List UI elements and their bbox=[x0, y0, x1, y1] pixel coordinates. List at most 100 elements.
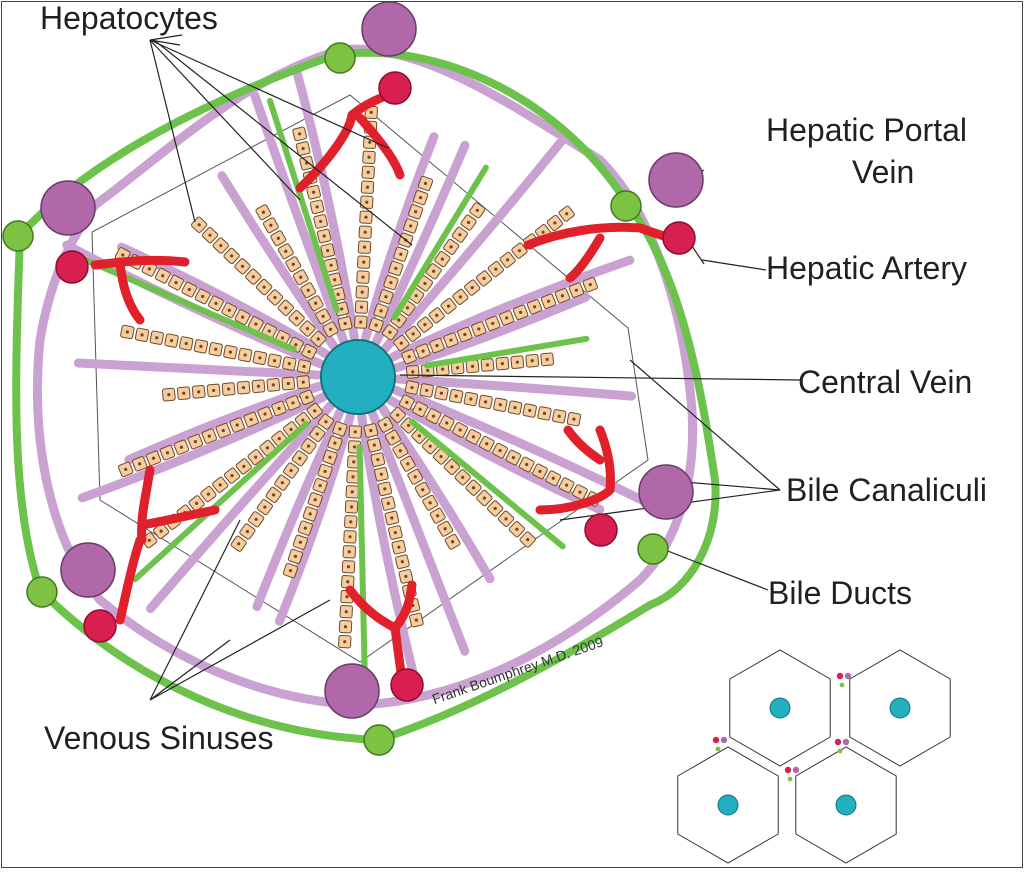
hepatocyte-nucleus bbox=[219, 243, 223, 248]
hepatocyte-nucleus bbox=[572, 417, 576, 421]
leader-line bbox=[149, 519, 241, 701]
hepatocyte-nucleus bbox=[431, 414, 436, 418]
hepatocyte-nucleus bbox=[428, 444, 432, 448]
central-vein-group bbox=[320, 339, 396, 415]
hepatocyte-nucleus bbox=[449, 245, 453, 249]
label-hepatocytes: Hepatocytes bbox=[40, 0, 218, 36]
hepatocyte-nucleus bbox=[565, 483, 569, 487]
venous-sinus bbox=[146, 401, 335, 614]
hepatocyte-nucleus bbox=[298, 456, 302, 460]
hepatocyte-nucleus bbox=[397, 545, 401, 549]
hepatocyte-nucleus bbox=[418, 195, 423, 200]
hepatocyte-nucleus bbox=[262, 285, 266, 289]
hepatocyte-nucleus bbox=[346, 565, 351, 569]
bile-duct bbox=[26, 576, 58, 608]
hepatocyte-nucleus bbox=[491, 321, 495, 326]
hepatocyte-nucleus bbox=[588, 283, 592, 287]
hepatocyte-nucleus bbox=[413, 475, 417, 479]
hepatocyte-nucleus bbox=[406, 423, 411, 428]
hepatocyte-nucleus bbox=[227, 308, 231, 312]
hepatic-artery bbox=[83, 609, 117, 643]
hepatocyte-nucleus bbox=[258, 356, 262, 360]
hepatocyte-nucleus bbox=[287, 361, 291, 366]
mini-portal-vein bbox=[842, 738, 850, 746]
hepatocyte-nucleus bbox=[193, 440, 197, 444]
hepatocyte-nucleus bbox=[344, 610, 348, 614]
hepatocyte-nucleus bbox=[289, 427, 293, 431]
hepatocyte-nucleus bbox=[237, 542, 241, 546]
hepatic-portal-vein bbox=[361, 1, 417, 57]
venous-sinus bbox=[386, 395, 605, 514]
hepatocyte-nucleus bbox=[298, 540, 302, 544]
hepatocyte-nucleus bbox=[470, 286, 474, 290]
hepatocyte-nucleus bbox=[498, 449, 502, 453]
hepatocyte-nucleus bbox=[404, 574, 408, 578]
hepatocyte-nucleus bbox=[365, 200, 369, 204]
hepatocyte-nucleus bbox=[301, 380, 305, 384]
hepatocyte-nucleus bbox=[291, 401, 295, 405]
hepatocyte-nucleus bbox=[397, 318, 401, 322]
hepatocyte-nucleus bbox=[384, 295, 388, 299]
hepatocyte-nucleus bbox=[324, 420, 328, 424]
hepatocyte-nucleus bbox=[302, 364, 306, 369]
hepatocyte-nucleus bbox=[500, 361, 504, 366]
label-venous-sinuses: Venous Sinuses bbox=[44, 720, 274, 756]
hepatocyte-nucleus bbox=[301, 418, 305, 422]
hepatocyte-nucleus bbox=[251, 275, 255, 279]
hepatocyte-nucleus bbox=[417, 434, 421, 438]
hepatocyte-nucleus bbox=[240, 264, 245, 268]
bile-canaliculus bbox=[408, 418, 566, 550]
bile-canaliculus bbox=[424, 335, 590, 369]
hepatocyte-nucleus bbox=[349, 520, 353, 524]
hepatocyte-nucleus bbox=[263, 505, 267, 509]
hepatocyte-nucleus bbox=[254, 455, 258, 459]
venous-sinus bbox=[371, 140, 470, 346]
hepatocyte-nucleus bbox=[414, 294, 418, 298]
hepatocyte-nucleus bbox=[441, 367, 445, 371]
hepatocyte-nucleus bbox=[303, 526, 307, 530]
hepatocyte-nucleus bbox=[360, 290, 364, 294]
leader-line bbox=[399, 374, 801, 381]
hepatocyte-nucleus bbox=[394, 266, 398, 271]
hepatocyte-nucleus bbox=[329, 327, 333, 331]
hepatocyte-nucleus bbox=[241, 386, 246, 390]
hepatocyte-nucleus bbox=[214, 301, 218, 305]
hepatocyte-nucleus bbox=[414, 618, 418, 622]
hepatocyte-nucleus bbox=[125, 330, 129, 334]
leader-line bbox=[659, 547, 769, 591]
hepatocyte-nucleus bbox=[249, 417, 253, 422]
hepatocyte-nucleus bbox=[458, 428, 462, 432]
hepatocyte-nucleus bbox=[386, 501, 390, 506]
hepatocyte-nucleus bbox=[435, 313, 439, 317]
hepatocyte-nucleus bbox=[208, 233, 212, 237]
hepatocyte-nucleus bbox=[506, 258, 510, 262]
hepatocyte-nucleus bbox=[240, 315, 245, 319]
hepatocyte-nucleus bbox=[165, 451, 170, 455]
mini-bile-duct bbox=[837, 748, 843, 754]
label-central-vein: Central Vein bbox=[798, 364, 973, 400]
venous-sinus bbox=[361, 132, 439, 343]
hepatocyte-nucleus bbox=[340, 307, 344, 311]
hepatocyte-nucleus bbox=[445, 421, 449, 425]
hepatocyte-nucleus bbox=[151, 456, 156, 460]
hepatocyte-nucleus bbox=[187, 287, 191, 292]
hepatocyte-nucleus bbox=[519, 310, 523, 314]
hepatocyte-nucleus bbox=[359, 320, 363, 324]
hepatocyte-nucleus bbox=[541, 230, 545, 234]
bile-canaliculus bbox=[132, 421, 310, 583]
hepatocyte-nucleus bbox=[277, 437, 281, 441]
hepatocyte-nucleus bbox=[305, 326, 310, 331]
hepatocyte-nucleus bbox=[407, 355, 411, 359]
hepatocyte-cords bbox=[114, 105, 602, 649]
hepatocyte-nucleus bbox=[560, 294, 565, 298]
hepatocyte-nucleus bbox=[218, 483, 222, 487]
hepatocyte-nucleus bbox=[138, 462, 142, 466]
mini-central-vein bbox=[889, 697, 911, 719]
hepatocyte-nucleus bbox=[276, 236, 280, 240]
hepatocyte-nucleus bbox=[313, 409, 317, 413]
hepatocyte-nucleus bbox=[396, 413, 400, 417]
hepatocyte-nucleus bbox=[328, 455, 332, 459]
bile-duct bbox=[610, 190, 642, 222]
hepatocyte-nucleus bbox=[398, 449, 402, 453]
